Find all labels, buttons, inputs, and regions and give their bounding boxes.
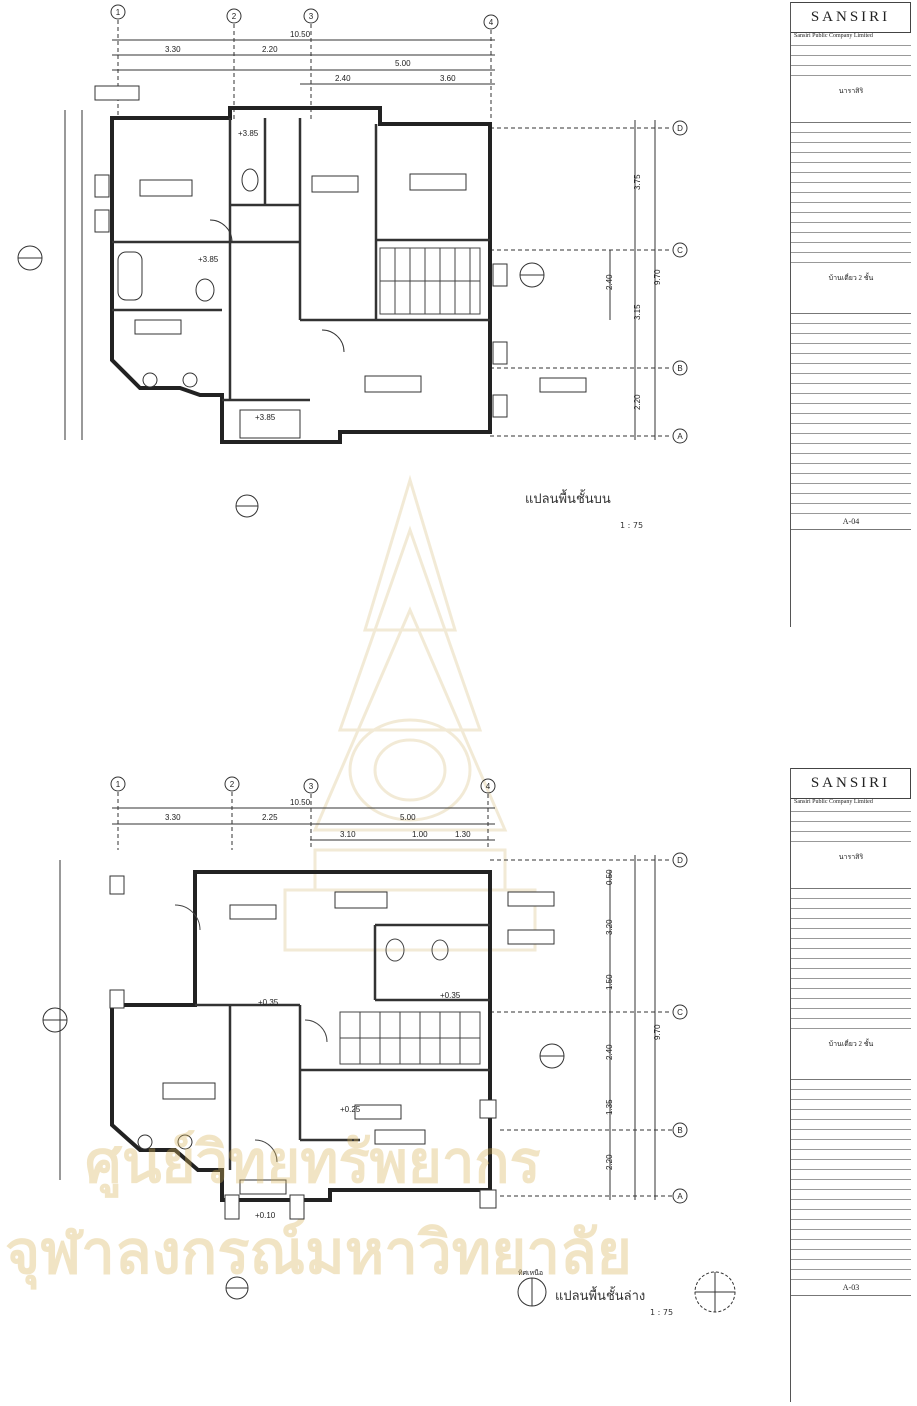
level-mark-2: +3.85 bbox=[198, 255, 219, 264]
upper-title-block-sheet-number: A-04 bbox=[791, 514, 911, 530]
upper-title-block-company: Sansiri Public Company Limited bbox=[791, 33, 911, 46]
grid-axis-4: 4 bbox=[489, 18, 494, 27]
university-seal-watermark bbox=[283, 474, 537, 952]
grid-axis-a: A bbox=[677, 432, 683, 441]
dim-right-3: 3.15 bbox=[633, 304, 642, 320]
lower-title-block-sheet-number: A-03 bbox=[791, 1280, 911, 1296]
lower-title-block-brand: SANSIRI bbox=[791, 768, 911, 799]
lower-title-block-company: Sansiri Public Company Limited bbox=[791, 799, 911, 812]
upper-title-block-project: บ้านเดี่ยว 2 ชั้น bbox=[791, 263, 911, 314]
dim-right-2: 3.20 bbox=[605, 919, 614, 935]
grid-axis-a: A bbox=[677, 1192, 683, 1201]
dim-top-4: 10.50 bbox=[290, 30, 311, 39]
grid-axis-1: 1 bbox=[116, 8, 121, 17]
dim-right-2: 2.40 bbox=[605, 274, 614, 290]
grid-axis-d: D bbox=[677, 124, 683, 133]
dim-top-3: 5.00 bbox=[400, 813, 416, 822]
level-mark-3: +3.85 bbox=[255, 413, 276, 422]
grid-axis-c: C bbox=[677, 246, 683, 255]
upper-title-block: SANSIRI Sansiri Public Company Limited น… bbox=[790, 2, 911, 627]
dim-top-3: 5.00 bbox=[395, 59, 411, 68]
upper-floor-plan-drawing: 3.30 2.20 5.00 10.50 2.40 3.60 3.75 2.40… bbox=[17, 4, 688, 518]
grid-axis-b: B bbox=[677, 1126, 682, 1135]
dim-top-1: 3.30 bbox=[165, 813, 181, 822]
dim-top-4: 3.10 bbox=[340, 830, 356, 839]
dim-right-1: 0.50 bbox=[605, 869, 614, 885]
dim-top-6: 3.60 bbox=[440, 74, 456, 83]
lower-title-block: SANSIRI Sansiri Public Company Limited น… bbox=[790, 768, 911, 1402]
upper-plan-title: แปลนพื้นชั้นบน bbox=[525, 492, 611, 507]
grid-axis-3: 3 bbox=[309, 12, 314, 21]
university-watermark-text: จุฬาลงกรณ์มหาวิทยาลัย bbox=[5, 1218, 632, 1288]
lower-title-block-owner: นาราสิริ bbox=[791, 842, 911, 889]
center-watermark-text: ศูนย์วิทยทรัพยากร bbox=[85, 1128, 541, 1196]
north-label: ทิศเหนือ bbox=[518, 1269, 543, 1277]
dim-top-5: 2.40 bbox=[335, 74, 351, 83]
dim-right-7: 9.70 bbox=[653, 1024, 662, 1040]
dim-right-1: 3.75 bbox=[633, 174, 642, 190]
dim-right-5: 9.70 bbox=[653, 269, 662, 285]
dim-top-2: 2.20 bbox=[262, 45, 278, 54]
dim-right-6: 2.20 bbox=[605, 1154, 614, 1170]
upper-plan-scale: 1 : 75 bbox=[620, 521, 644, 530]
dim-right-4: 2.20 bbox=[633, 394, 642, 410]
grid-axis-4: 4 bbox=[486, 782, 491, 791]
lower-plan-title: แปลนพื้นชั้นล่าง bbox=[555, 1289, 646, 1304]
level-mark-1: +3.85 bbox=[238, 129, 259, 138]
grid-axis-c: C bbox=[677, 1008, 683, 1017]
level-mark-4: +0.10 bbox=[255, 1211, 276, 1220]
lower-plan-scale: 1 : 75 bbox=[650, 1308, 674, 1317]
level-mark-3: +0.25 bbox=[340, 1105, 361, 1114]
grid-axis-2: 2 bbox=[232, 12, 237, 21]
dim-top-2: 2.25 bbox=[262, 813, 278, 822]
grid-axis-b: B bbox=[677, 364, 682, 373]
dim-top-1: 3.30 bbox=[165, 45, 181, 54]
grid-axis-3: 3 bbox=[309, 782, 314, 791]
grid-axis-2: 2 bbox=[230, 780, 235, 789]
dim-right-4: 2.40 bbox=[605, 1044, 614, 1060]
level-mark-1: +0.35 bbox=[440, 991, 461, 1000]
dim-top-5: 1.00 bbox=[412, 830, 428, 839]
lower-floor-sheet: 3.30 2.25 5.00 3.10 1.00 1.30 10.50 0.50… bbox=[0, 700, 917, 1406]
dim-right-3: 1.50 bbox=[605, 974, 614, 990]
lower-title-block-project: บ้านเดี่ยว 2 ชั้น bbox=[791, 1029, 911, 1080]
upper-title-block-owner: นาราสิริ bbox=[791, 76, 911, 123]
grid-axis-d: D bbox=[677, 856, 683, 865]
lower-floor-plan-drawing: 3.30 2.25 5.00 3.10 1.00 1.30 10.50 0.50… bbox=[42, 776, 736, 1313]
upper-title-block-brand: SANSIRI bbox=[791, 2, 911, 33]
grid-axis-1: 1 bbox=[116, 780, 121, 789]
dim-top-7: 10.50 bbox=[290, 798, 311, 807]
upper-floor-sheet: 3.30 2.20 5.00 10.50 2.40 3.60 3.75 2.40… bbox=[0, 0, 917, 700]
dim-right-5: 1.35 bbox=[605, 1099, 614, 1115]
level-mark-2: +0.35 bbox=[258, 998, 279, 1007]
dim-top-6: 1.30 bbox=[455, 830, 471, 839]
